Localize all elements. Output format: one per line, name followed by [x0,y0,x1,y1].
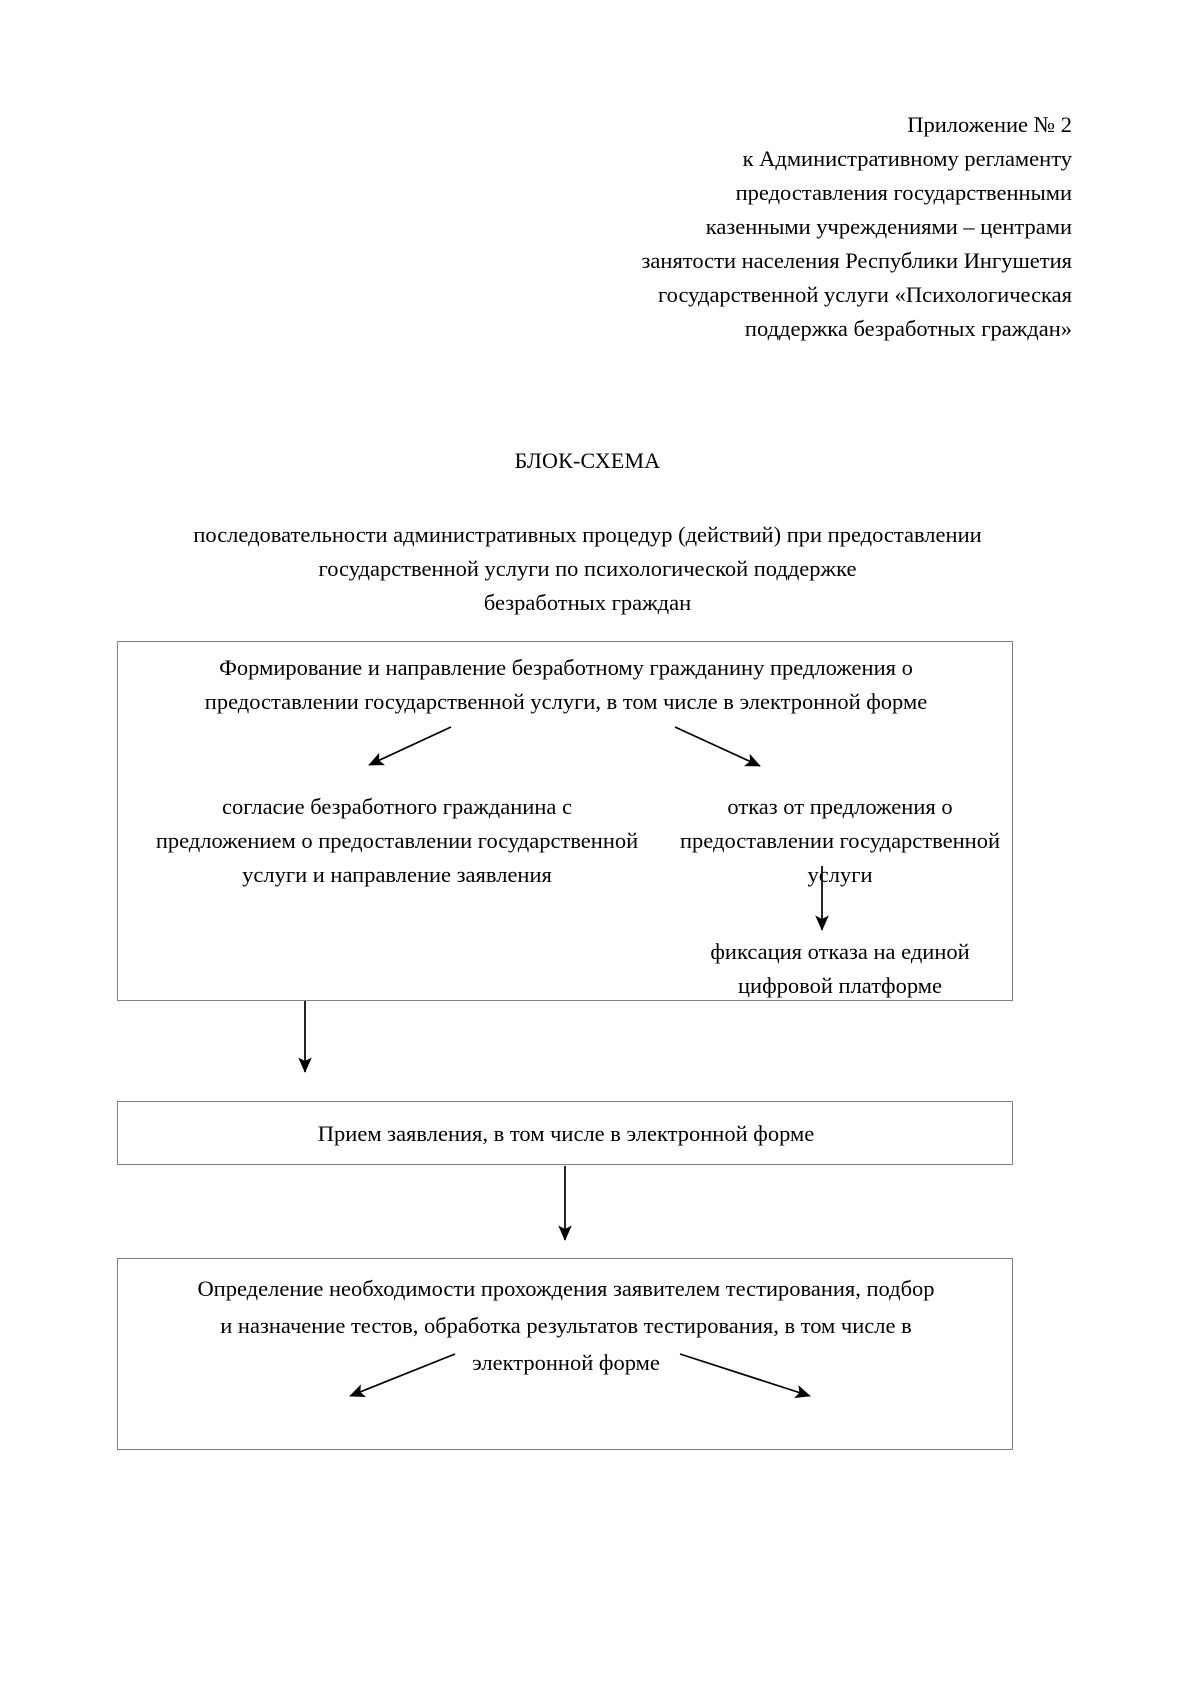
header-note-line-1: Приложение № 2 [907,112,1072,137]
page-subtitle-line-1: последовательности административных проц… [193,522,982,547]
flowchart-box-offer-heading-line-1: Формирование и направление безработному … [219,655,913,680]
flowchart-box-application-intake-text: Прием заявления, в том числе в электронн… [317,1121,815,1146]
page-subtitle-line-3: безработных граждан [483,590,692,615]
flowchart-box-testing-text: Определение необходимости прохождения за… [132,1270,1000,1381]
flowchart-box-offer: Формирование и направление безработному … [117,641,1013,1001]
flowchart-box-testing: Определение необходимости прохождения за… [117,1258,1013,1450]
flowchart-box-testing-line-2: и назначение тестов, обработка результат… [220,1313,912,1338]
flowchart-box-testing-line-1: Определение необходимости прохождения за… [197,1276,935,1301]
page-subtitle: последовательности административных проц… [0,518,1175,620]
header-note-line-2: к Административному регламенту [742,146,1072,171]
flowchart-box-offer-heading-line-2: предоставлении государственной услуги, в… [204,689,928,714]
appendix-header-note: Приложение № 2 к Административному регла… [548,108,1072,346]
flowchart-box-application-intake: Прием заявления, в том числе в электронн… [117,1101,1013,1165]
flowchart-branch-consent: согласие безработного гражданина с предл… [155,794,639,887]
flowchart-box-testing-line-3: электронной форме [472,1350,660,1375]
flowchart-box-offer-heading: Формирование и направление безработному … [136,651,996,719]
header-note-line-5: занятости населения Республики Ингушетия [641,248,1072,273]
header-note-line-3: предоставления государственными [735,180,1072,205]
page-title: БЛОК-СХЕМА [514,448,661,473]
header-note-line-7: поддержка безработных граждан» [744,316,1072,341]
flowchart-branch-refusal-record: фиксация отказа на единой цифровой платф… [710,939,970,998]
header-note-line-4: казенными учреждениями – центрами [705,214,1072,239]
header-note-line-6: государственной услуги «Психологическая [658,282,1072,307]
page-subtitle-line-2: государственной услуги по психологическо… [318,556,857,581]
flowchart-branch-refusal: отказ от предложения о предоставлении го… [680,794,1000,887]
